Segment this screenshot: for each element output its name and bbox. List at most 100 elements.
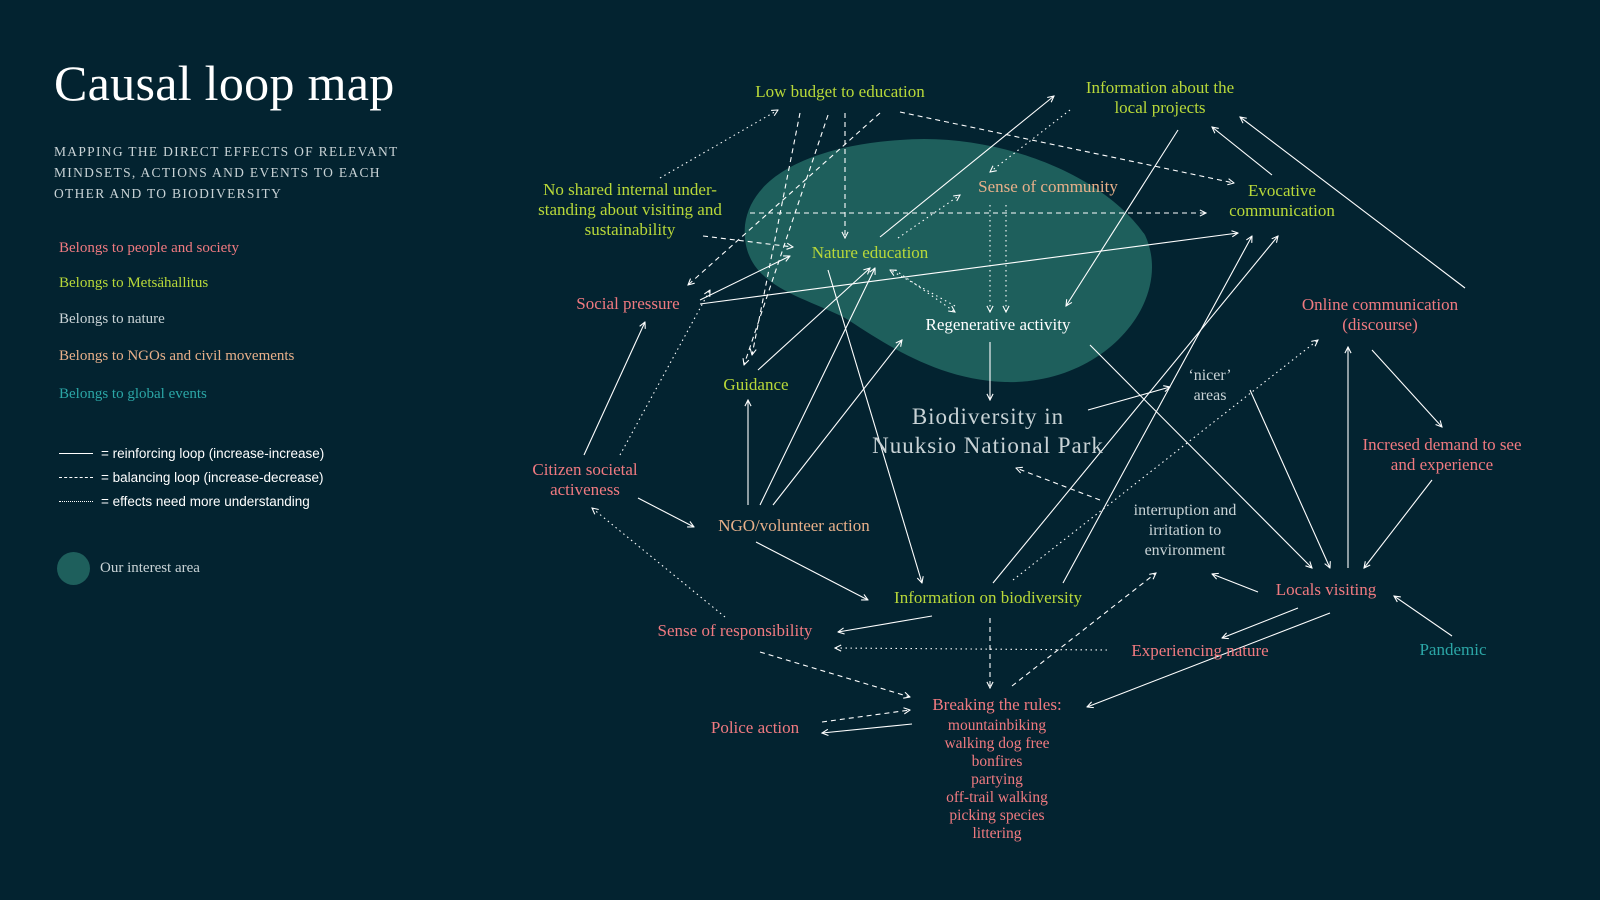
edge-arrow: [688, 112, 881, 285]
edge-arrow: [838, 615, 933, 632]
edge-arrow: [583, 322, 645, 456]
node-line: Incresed demand to see: [1362, 435, 1521, 454]
node-line: ‘nicer’: [1188, 367, 1231, 384]
node-line: activeness: [550, 480, 620, 499]
edge-arrow: [1364, 479, 1433, 568]
node-regenerative: Regenerative activity: [926, 315, 1071, 334]
node-line: Evocative: [1248, 181, 1316, 200]
solid-line-swatch: [59, 453, 93, 454]
node-line: Experiencing nature: [1131, 641, 1268, 660]
node-line: off-trail walking: [946, 789, 1048, 806]
legend-nature: Belongs to nature: [59, 311, 165, 327]
edge-arrow: [827, 269, 922, 583]
node-line: picking species: [949, 807, 1044, 824]
node-line: standing about visiting and: [538, 200, 722, 219]
node-pandemic: Pandemic: [1419, 640, 1486, 659]
node-line: Nature education: [812, 243, 929, 262]
edges: [583, 96, 1466, 733]
legend-reinforcing: = reinforcing loop (increase-increase): [59, 446, 324, 461]
edge-arrow: [990, 109, 1071, 172]
node-line: NGO/volunteer action: [718, 516, 870, 535]
page-title: Causal loop map: [54, 55, 395, 111]
dotted-line-swatch: [59, 501, 93, 502]
node-sense-responsibility: Sense of responsibility: [658, 621, 813, 640]
edge-arrow: [879, 96, 1054, 238]
node-sense-community: Sense of community: [978, 177, 1118, 196]
node-low-budget: Low budget to education: [755, 82, 925, 101]
node-nicer-areas: ‘nicer’areas: [1188, 367, 1231, 404]
edge-arrow: [699, 256, 790, 301]
node-line: mountainbiking: [948, 717, 1046, 734]
node-line: Social pressure: [576, 294, 679, 313]
node-line: Citizen societal: [532, 460, 638, 479]
node-labels: Low budget to education Information about…: [532, 78, 1521, 842]
node-locals-visiting: Locals visiting: [1276, 580, 1377, 599]
node-experiencing-nature: Experiencing nature: [1131, 641, 1268, 660]
node-line: No shared internal under-: [543, 180, 717, 199]
edge-arrow: [1394, 596, 1453, 637]
node-line: communication: [1229, 201, 1335, 220]
node-line: Information about the: [1086, 78, 1234, 97]
node-line: Breaking the rules:: [932, 695, 1061, 714]
node-line: Online communication: [1302, 295, 1459, 314]
edge-arrow: [619, 290, 710, 456]
edge-arrow: [759, 268, 875, 506]
edge-arrow: [1016, 468, 1101, 501]
legend-people: Belongs to people and society: [59, 240, 239, 256]
interest-area-swatch: [57, 552, 90, 585]
edge-arrow: [835, 648, 1108, 650]
edge-arrow: [1087, 612, 1331, 707]
node-line: littering: [972, 825, 1021, 842]
node-line: and experience: [1391, 455, 1493, 474]
edge-arrow: [1249, 389, 1330, 568]
edge-arrow: [744, 114, 829, 365]
legend-reinforcing-label: = reinforcing loop (increase-increase): [101, 446, 325, 461]
edge-arrow: [592, 508, 726, 618]
edge-arrow: [822, 723, 913, 733]
node-line: (discourse): [1342, 315, 1418, 334]
edge-arrow: [1087, 387, 1170, 411]
edge-arrow: [894, 269, 955, 312]
node-line: Sense of responsibility: [658, 621, 813, 640]
edge-arrow: [659, 110, 778, 179]
node-no-shared: No shared internal under-standing about …: [538, 180, 722, 239]
edge-arrow: [699, 233, 1238, 305]
node-guidance: Guidance: [723, 375, 788, 394]
node-line: irritation to: [1149, 522, 1221, 539]
edge-arrow: [1212, 574, 1259, 593]
edge-arrow: [821, 710, 910, 723]
node-line: Biodiversity in: [912, 404, 1064, 429]
legend-understanding-label: = effects need more understanding: [101, 494, 310, 509]
edge-arrow: [1089, 344, 1312, 568]
edge-arrow: [759, 651, 910, 697]
edge-arrow: [1066, 129, 1179, 306]
node-line: Guidance: [723, 375, 788, 394]
node-line: bonfires: [972, 753, 1023, 770]
node-line: Pandemic: [1419, 640, 1486, 659]
edge-arrow: [757, 268, 870, 371]
legend-balancing: = balancing loop (increase-decrease): [59, 470, 324, 485]
node-ngo-action: NGO/volunteer action: [718, 516, 870, 535]
edge-arrow: [1371, 349, 1442, 427]
edge-arrow: [1222, 607, 1299, 638]
node-online-comm: Online communication(discourse): [1302, 295, 1459, 334]
edge-arrow: [702, 235, 793, 247]
edge-arrow: [772, 340, 902, 506]
edge-arrow: [992, 236, 1278, 584]
legend-ngo: Belongs to NGOs and civil movements: [59, 348, 295, 364]
node-line: Locals visiting: [1276, 580, 1377, 599]
legend-metsahallitus: Belongs to Metsähallitus: [59, 275, 209, 291]
node-line: Regenerative activity: [926, 315, 1071, 334]
legend-interest-label: Our interest area: [100, 560, 200, 576]
node-info-biodiversity: Information on biodiversity: [894, 588, 1082, 607]
edge-arrow: [1240, 117, 1466, 289]
legend-interest-area: Our interest area: [57, 552, 200, 585]
node-line: partying: [971, 771, 1023, 788]
node-social-pressure: Social pressure: [576, 294, 679, 313]
node-line: Low budget to education: [755, 82, 925, 101]
edge-arrow: [637, 497, 694, 527]
